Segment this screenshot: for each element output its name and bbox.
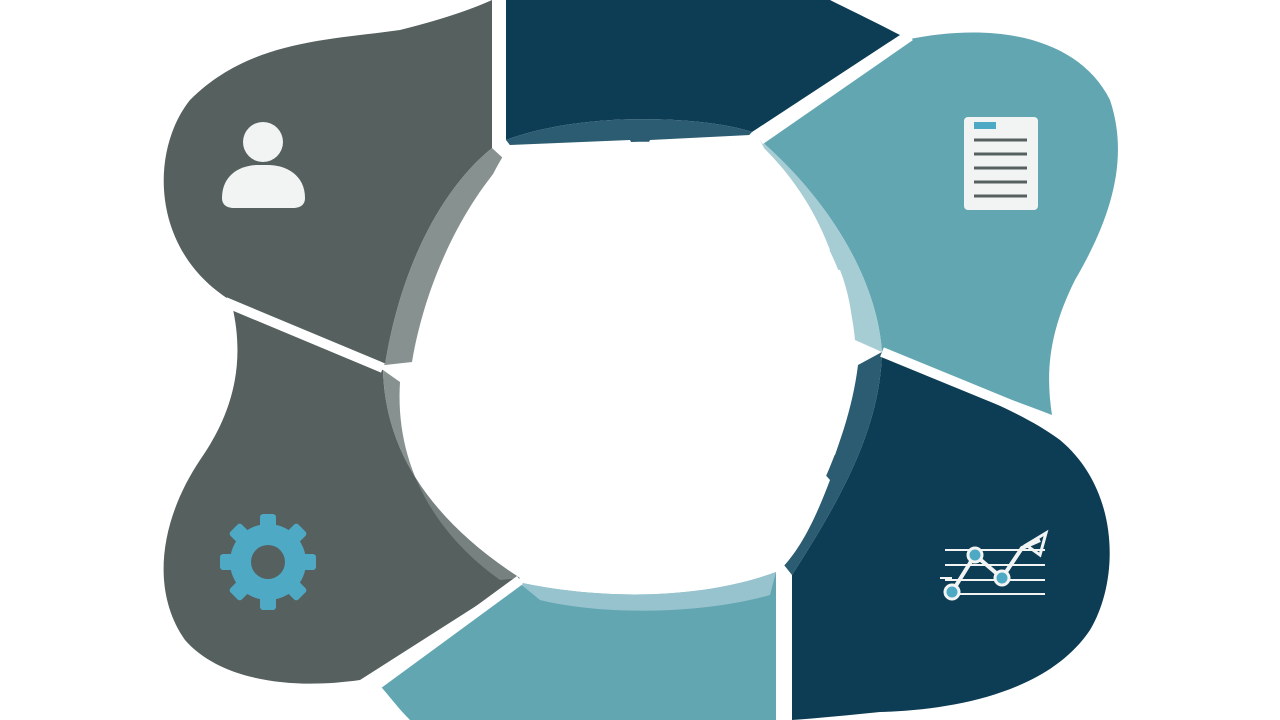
segment-top-inner-band	[506, 119, 752, 158]
divider-left	[223, 297, 385, 373]
segment-lower-left-inner-band	[383, 370, 520, 580]
center-hub	[431, 135, 854, 585]
document-icon	[964, 117, 1038, 210]
gear-icon	[220, 514, 316, 610]
segment-top	[506, 0, 900, 140]
segment-lower-right	[792, 352, 1110, 720]
segment-upper-left	[163, 0, 492, 365]
segment-upper-right-inner-band	[760, 140, 882, 352]
line-chart-icon	[940, 529, 1049, 601]
divider-top-right	[757, 31, 913, 145]
segment-bottom-inner-band	[518, 572, 776, 611]
divider-right	[880, 347, 1062, 430]
user-icon	[222, 122, 305, 208]
divider-bottom-left	[367, 575, 523, 695]
segment-upper-left-inner-band	[385, 148, 505, 365]
